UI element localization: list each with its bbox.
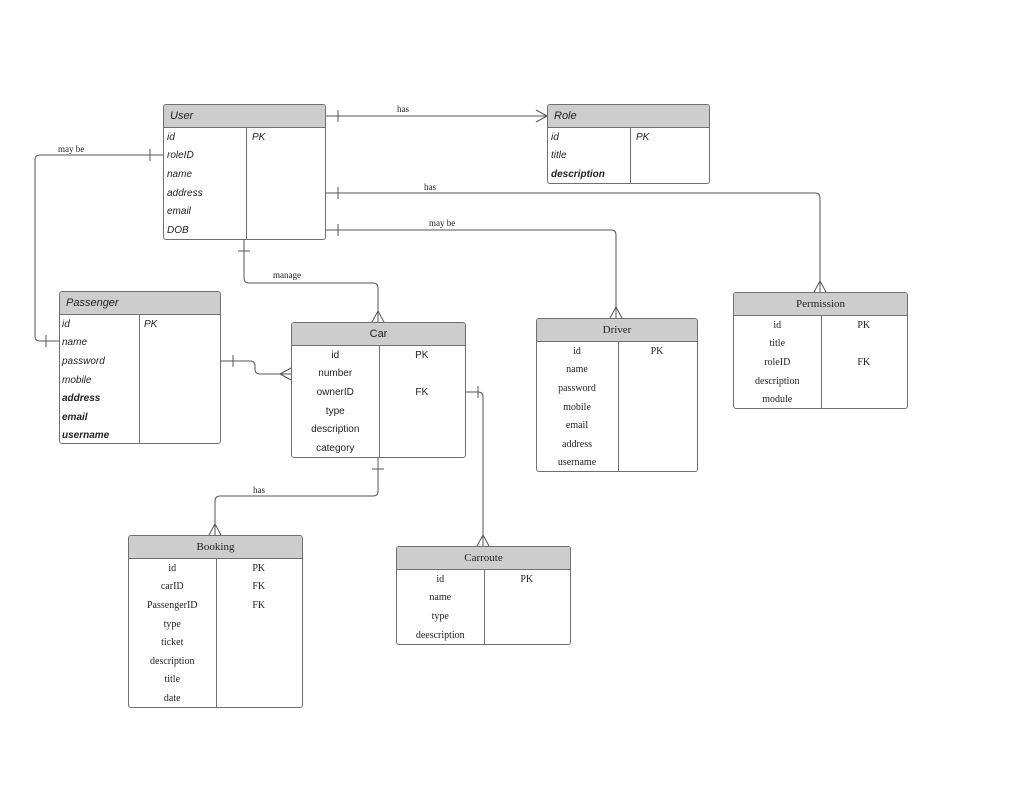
entity-permission-title: Permission [796,298,845,310]
car-field-name: ownerID [316,386,354,398]
carroute-field-name: deescription [415,629,465,641]
rel-user-role [326,109,548,123]
entity-role[interactable]: Role id PK title description [547,104,710,184]
rel-user-driver [326,224,623,319]
permission-field-name: module [762,394,793,406]
user-field-name: DOB [167,224,189,236]
driver-field-name: name [566,364,588,376]
booking-field-name: id [168,562,177,574]
permission-field-key: PK [857,319,871,331]
entity-carroute-title: Carroute [464,552,503,564]
entity-car-title: Car [369,328,388,340]
user-field-name: address [167,187,203,199]
entity-user[interactable]: User id PK roleID name address email DOB [163,104,326,240]
entity-role-title: Role [554,110,577,122]
passenger-field-name: username [62,430,110,442]
booking-field-name: type [163,618,181,630]
passenger-field-name: mobile [62,374,92,386]
car-field-name: number [318,368,353,380]
car-field-name: description [311,424,360,436]
carroute-field-name: type [431,610,449,622]
label-user-permission: has [424,182,436,192]
permission-field-key: FK [857,356,871,368]
passenger-field-name: email [62,411,88,423]
label-user-driver: may be [429,218,456,228]
label-car-booking: has [253,485,265,495]
booking-field-name: title [164,674,181,686]
booking-field-name: PassengerID [146,599,198,611]
role-field-key: PK [636,131,650,143]
passenger-field-name: id [62,318,70,330]
car-field-name: id [331,349,340,361]
user-field-name: roleID [167,150,194,162]
booking-field-name: description [150,655,195,667]
entity-passenger[interactable]: Passenger id PK name password mobile addr… [59,291,221,444]
driver-field-name: id [573,345,581,357]
entity-driver[interactable]: Driver id PK name password mobile email a… [536,318,698,472]
booking-field-name: ticket [161,637,184,649]
rel-user-car [238,238,385,323]
carroute-field-name: name [429,592,452,604]
carroute-field-name: id [436,573,445,585]
booking-field-name: date [163,692,181,704]
label-user-passenger: may be [58,144,85,154]
booking-field-key: FK [252,581,266,593]
passenger-field-name: password [62,355,105,367]
booking-field-key: FK [252,599,266,611]
car-field-name: type [325,405,345,417]
entity-driver-title: Driver [602,324,632,336]
label-user-role: has [397,104,409,114]
driver-field-name: email [565,420,589,432]
booking-field-name: carID [160,581,184,593]
passenger-field-key: PK [144,318,158,330]
user-field-key: PK [252,131,266,143]
driver-field-name: password [558,382,596,394]
passenger-field-name: address [62,393,101,405]
rel-car-carroute [466,386,490,547]
entity-passenger-title: Passenger [66,297,119,309]
entity-permission[interactable]: Permission id PK title roleID FK descripti… [733,292,908,409]
rel-user-passenger [34,149,163,347]
role-field-name: description [551,168,605,180]
permission-field-name: description [755,375,800,387]
car-field-key: PK [415,349,429,361]
driver-field-name: address [562,438,592,450]
driver-field-name: username [557,457,597,469]
entity-booking-title: Booking [196,541,235,553]
entity-user-title: User [170,110,194,122]
permission-field-name: roleID [764,356,791,368]
rel-car-booking [208,458,384,536]
user-field-name: id [167,131,175,143]
permission-field-name: title [769,338,786,350]
role-field-name: id [551,131,559,143]
label-user-car: manage [273,270,301,280]
entity-carroute[interactable]: Carroute id PK name type deescription [396,546,571,645]
car-field-name: category [316,442,355,454]
rel-passenger-car [221,355,292,381]
entity-car[interactable]: Car id PK number ownerID FK type descripti… [291,322,466,458]
rel-user-permission [326,187,827,293]
driver-field-name: mobile [563,401,591,413]
booking-field-key: PK [252,562,266,574]
role-field-name: title [551,150,567,162]
driver-field-key: PK [650,345,664,357]
user-field-name: email [167,206,191,218]
car-field-key: FK [415,386,429,398]
passenger-field-name: name [62,337,88,349]
user-field-name: name [167,168,193,180]
carroute-field-key: PK [520,573,534,585]
permission-field-name: id [773,319,782,331]
